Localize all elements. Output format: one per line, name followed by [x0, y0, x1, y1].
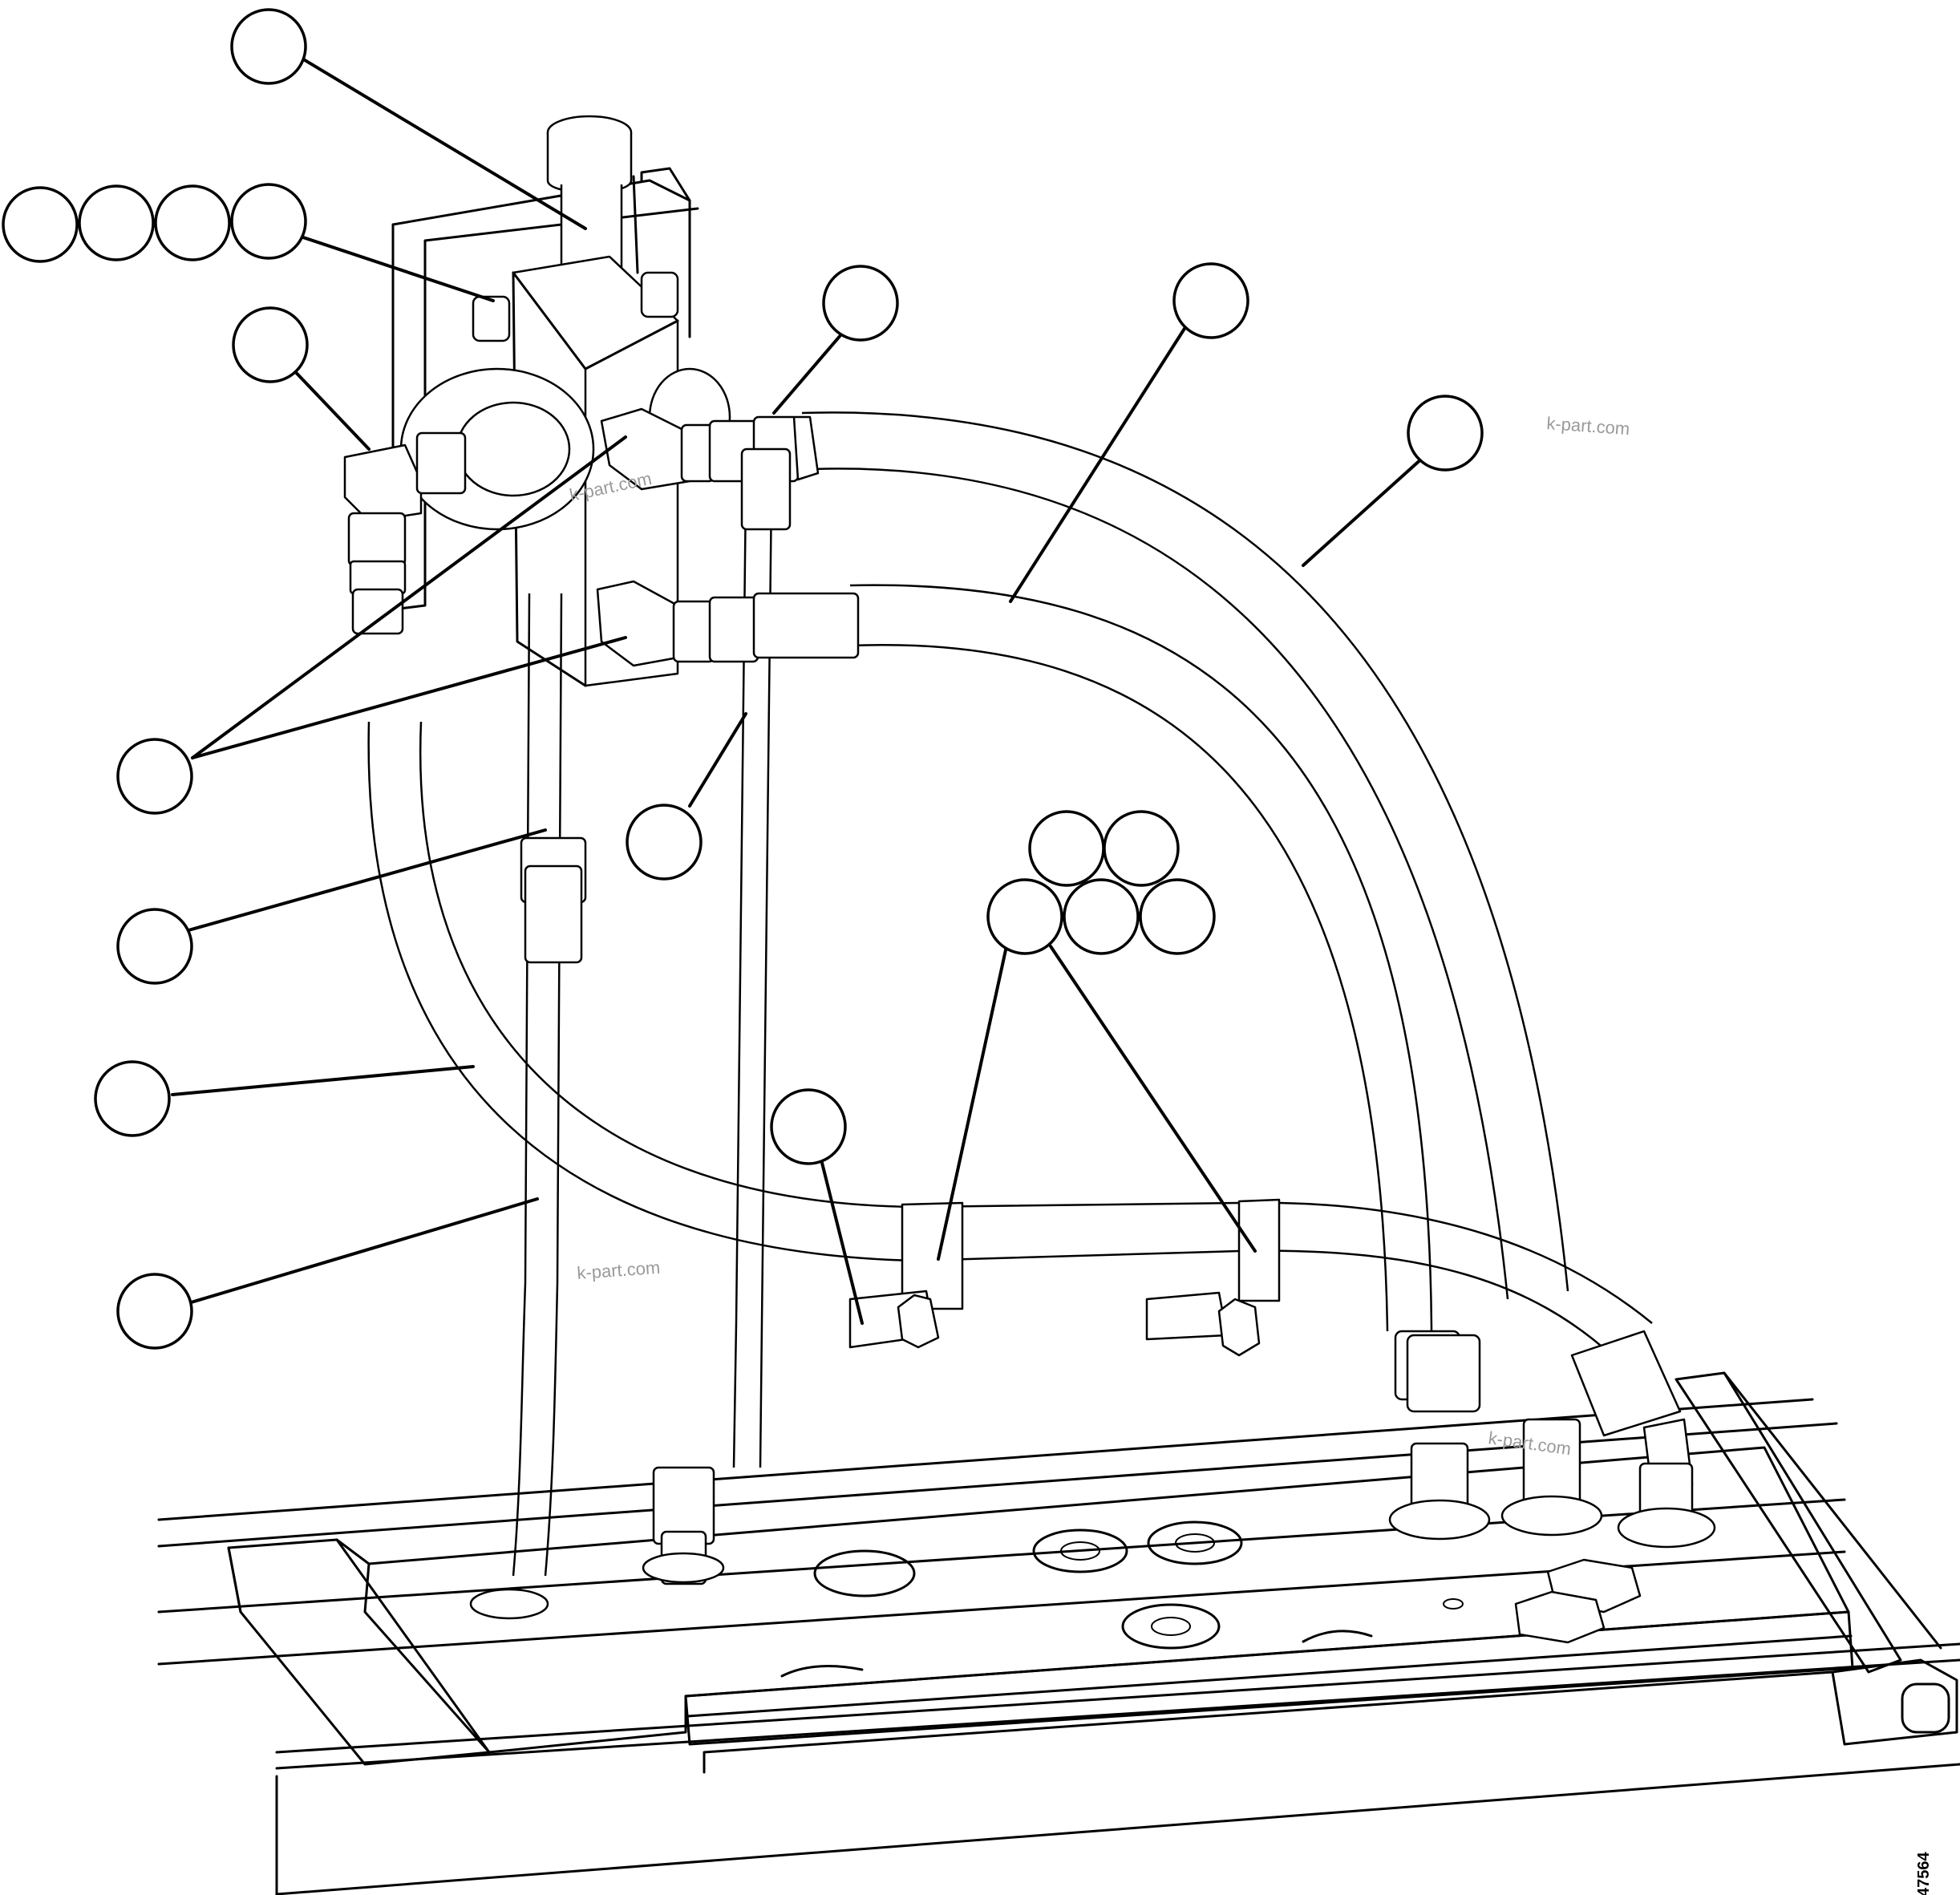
callout-bubble — [116, 738, 193, 815]
leader-line — [820, 1161, 864, 1325]
callout-bubble — [1028, 810, 1105, 887]
watermark: k-part.com — [1546, 413, 1630, 439]
callout-bubble — [1172, 262, 1249, 339]
callout-bubble — [230, 183, 307, 260]
callout-bubble — [1407, 395, 1484, 472]
callout-bubble — [822, 265, 899, 342]
tube-set — [469, 488, 773, 1620]
base-frame — [157, 1371, 1960, 1895]
leader-line — [171, 1065, 475, 1096]
callout-bubble — [230, 8, 307, 85]
hose-set — [367, 411, 1694, 1493]
watermark: k-part.com — [577, 1257, 661, 1283]
leader-line — [287, 363, 371, 451]
bottom-fittings — [1388, 1418, 1716, 1549]
callout-bubble — [770, 1088, 847, 1165]
figure-number: 47564 — [1915, 1852, 1933, 1895]
leader-line — [187, 1197, 539, 1305]
callout-bubble — [78, 184, 155, 261]
leader-line — [299, 235, 495, 302]
callout-bubble — [116, 908, 193, 985]
callout-bubble — [986, 878, 1063, 955]
leader-line — [191, 435, 627, 759]
leader-line — [283, 47, 587, 230]
callout-bubble — [116, 1273, 193, 1350]
leader-line — [191, 636, 627, 759]
callout-bubble — [94, 1060, 171, 1137]
leader-line — [1049, 945, 1257, 1253]
callout-bubble — [1103, 810, 1180, 887]
callout-bubble — [154, 184, 231, 261]
leader-line — [772, 327, 848, 415]
leader-line — [187, 828, 547, 932]
callout-bubble — [2, 186, 79, 263]
callout-bubble — [232, 306, 309, 383]
leader-line — [1009, 323, 1189, 603]
leader-line — [1302, 456, 1425, 567]
leader-line — [688, 712, 747, 808]
callout-bubble — [626, 804, 703, 881]
callout-bubbles — [2, 8, 1484, 1350]
leader-line — [937, 945, 1008, 1261]
callout-bubble — [1139, 878, 1216, 955]
callout-bubble — [1063, 878, 1140, 955]
valve-block — [343, 115, 860, 687]
leader-lines — [171, 47, 1425, 1325]
